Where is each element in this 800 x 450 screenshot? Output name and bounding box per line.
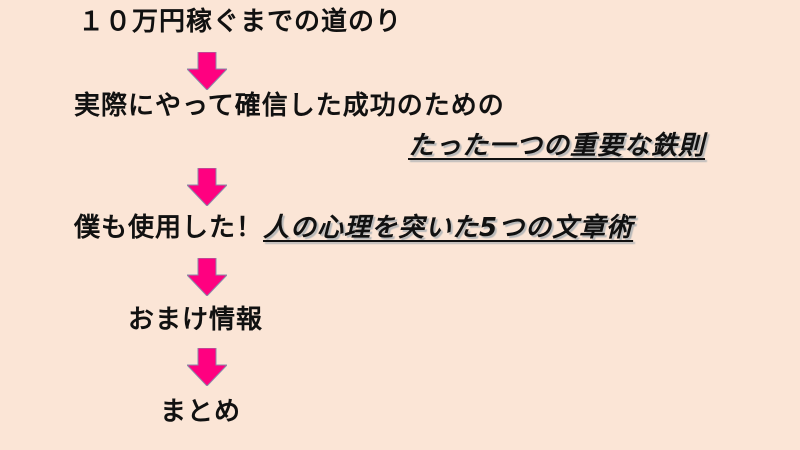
step-1-text: １０万円稼ぐまでの道のり: [78, 7, 403, 37]
step-3-text: 僕も使用した！人の心理を突いた5つの文章術: [74, 214, 633, 243]
step-4-text: おまけ情報: [128, 305, 264, 335]
down-arrow-icon: [187, 258, 227, 296]
step-3-emphasis: 人の心理を突いた5つの文章術: [263, 213, 634, 243]
step-2-emphasis: たった一つの重要な鉄則: [408, 131, 706, 161]
step-3-prefix: 僕も使用した！: [74, 213, 264, 243]
down-arrow-icon: [187, 52, 227, 90]
step-2-text-line1: 実際にやって確信した成功のための: [74, 91, 505, 121]
down-arrow-icon: [187, 168, 227, 206]
down-arrow-icon: [187, 348, 227, 386]
step-5-text: まとめ: [160, 397, 242, 427]
